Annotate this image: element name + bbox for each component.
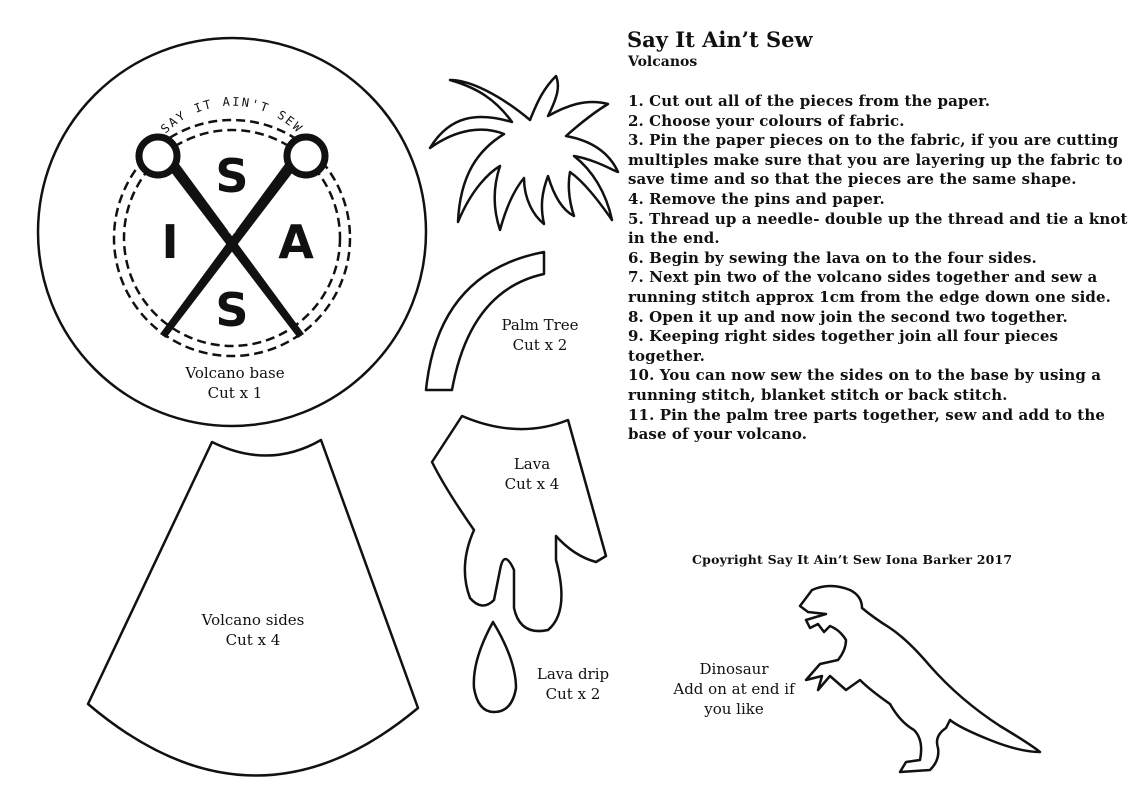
volcano-base-label: Volcano base Cut x 1 <box>160 363 310 403</box>
instruction-step: 5. Thread up a needle- double up the thr… <box>628 209 1128 248</box>
instruction-step: 3. Pin the paper pieces on to the fabric… <box>628 131 1123 189</box>
instruction-step: 1. Cut out all of the pieces from the pa… <box>628 92 991 110</box>
dinosaur-outline <box>798 584 1042 774</box>
palm-tree-cut: Cut x 2 <box>512 336 568 354</box>
lava-outline <box>430 414 608 633</box>
page-title: Say It Ain’t Sew <box>627 27 813 52</box>
instruction-step: 10. You can now sew the sides on to the … <box>628 366 1102 404</box>
dinosaur-name: Dinosaur <box>699 660 769 678</box>
page-subtitle: Volcanos <box>628 54 698 70</box>
instruction-step: 4. Remove the pins and paper. <box>628 189 885 208</box>
palm-tree-label: Palm Tree Cut x 2 <box>480 315 600 355</box>
palm-tree-name: Palm Tree <box>501 316 579 334</box>
palm-tree-trunk-outline <box>424 250 546 392</box>
dinosaur-note-line-2: you like <box>704 700 764 718</box>
instruction-step: 8. Open it up and now join the second tw… <box>628 307 1068 326</box>
volcano-base-cut: Cut x 1 <box>207 384 263 402</box>
lava-drip-cut: Cut x 2 <box>545 685 601 703</box>
copyright-notice: Cpoyright Say It Ain’t Sew Iona Barker 2… <box>692 552 1013 567</box>
dinosaur-label: Dinosaur Add on at end if you like <box>654 659 814 719</box>
logo-letter-bottom: S <box>215 283 248 337</box>
volcano-sides-name: Volcano sides <box>201 611 305 629</box>
volcano-sides-cut: Cut x 4 <box>225 631 281 649</box>
volcano-base-name: Volcano base <box>185 364 285 382</box>
logo-letter-right: A <box>278 215 314 269</box>
lava-drip-outline <box>472 620 518 714</box>
instruction-list: 1. Cut out all of the pieces from the pa… <box>628 92 1128 445</box>
logo-letter-top: S <box>215 149 248 203</box>
instruction-step: 7. Next pin two of the volcano sides tog… <box>628 268 1111 306</box>
lava-drip-name: Lava drip <box>536 665 610 683</box>
volcano-sides-label: Volcano sides Cut x 4 <box>178 610 328 650</box>
instruction-step: 9. Keeping right sides together join all… <box>628 327 1059 365</box>
palm-tree-leaves-outline <box>428 74 620 232</box>
instruction-step: 11. Pin the palm tree parts together, se… <box>628 405 1105 444</box>
lava-cut: Cut x 4 <box>504 475 560 493</box>
say-it-aint-sew-logo: SAY IT AIN'T SEW S I A S <box>112 95 352 358</box>
lava-label: Lava Cut x 4 <box>484 454 580 494</box>
volcano-sides-outline <box>86 438 420 777</box>
dinosaur-note-line-1: Add on at end if <box>673 680 795 698</box>
volcano-base-outline <box>36 36 428 428</box>
instruction-step: 6. Begin by sewing the lava on to the fo… <box>628 248 1037 267</box>
lava-name: Lava <box>513 455 551 473</box>
logo-letter-left: I <box>161 215 178 269</box>
lava-drip-label: Lava drip Cut x 2 <box>518 664 628 704</box>
instruction-step: 2. Choose your colours of fabric. <box>628 111 905 130</box>
